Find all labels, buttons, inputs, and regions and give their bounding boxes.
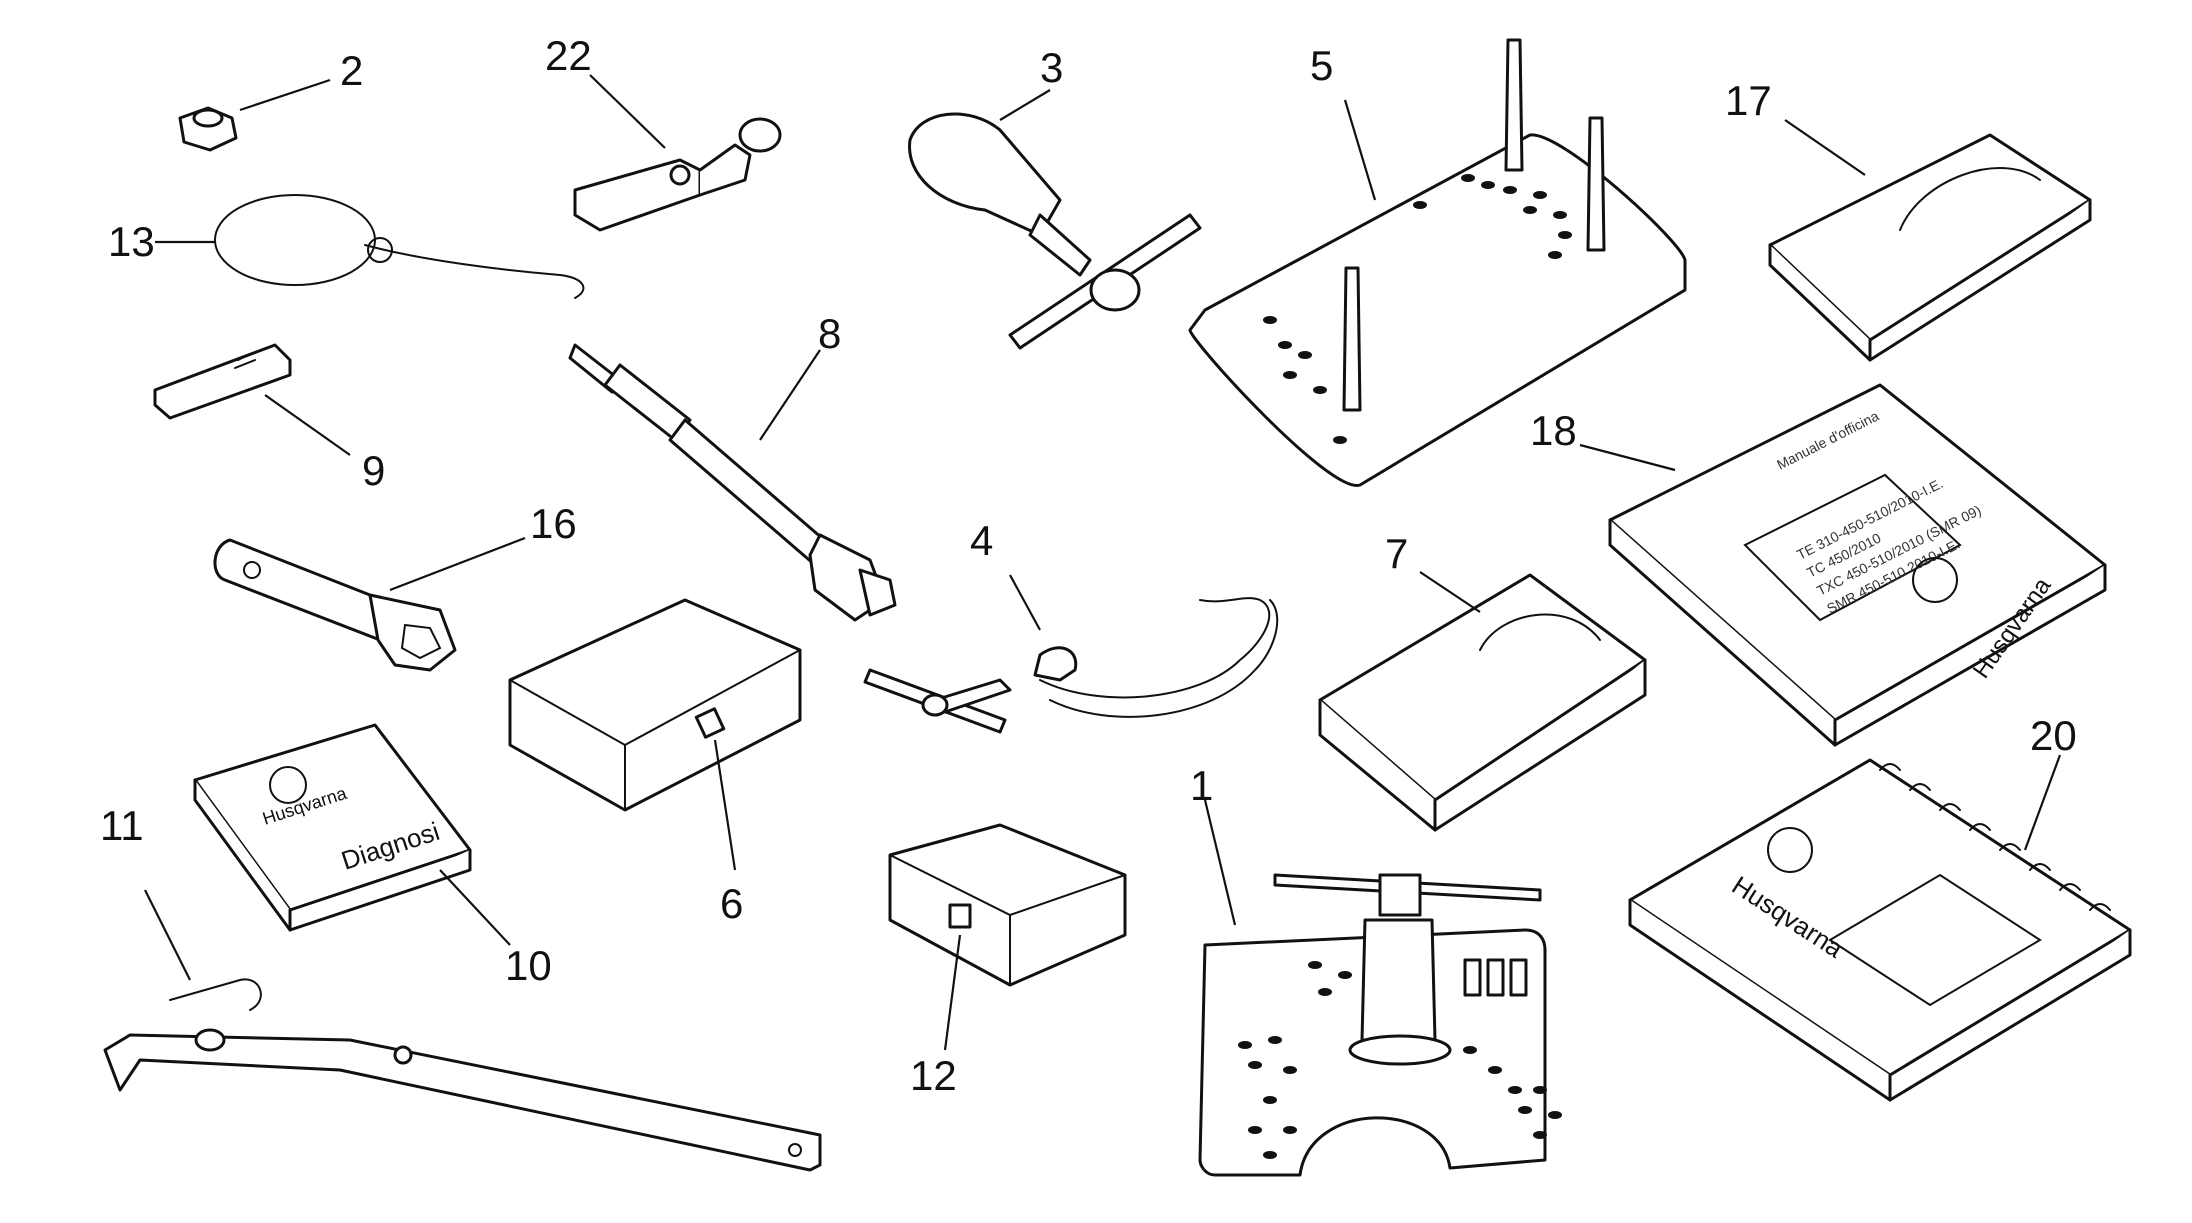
callout-1: 1: [1190, 762, 1213, 809]
part-usb-stick: [153, 343, 292, 420]
part-key-fob: [573, 117, 782, 232]
part-diagnosi-booklet: Husqvarna Diagnosi: [193, 723, 472, 932]
callout-9: 9: [362, 447, 385, 494]
callout-3: 3: [1040, 44, 1063, 91]
husqvarna-logo-icon: [269, 766, 307, 804]
part-holding-tool: [103, 978, 822, 1172]
leader-line-1: [1203, 799, 1237, 926]
husqvarna-logo-icon: [1767, 827, 1813, 873]
part-long-tool: [568, 343, 897, 622]
callout-12: 12: [910, 1052, 957, 1099]
callout-22: 22: [545, 32, 592, 79]
leader-line-8: [759, 349, 821, 441]
callout-7: 7: [1385, 530, 1408, 577]
callout-4: 4: [970, 517, 993, 564]
leader-line-7: [1419, 571, 1481, 613]
part-socket-wrench: [213, 538, 457, 672]
part-workshop-manual: Manuale d'officina TE 310-450-510/2010-I…: [1608, 383, 2107, 747]
leader-line-2: [239, 78, 331, 112]
callout-18: 18: [1530, 407, 1577, 454]
callout-11: 11: [100, 802, 144, 849]
part-press-plate: [1198, 873, 1562, 1177]
part-nut: [178, 106, 238, 152]
callout-10: 10: [505, 942, 552, 989]
part-spiral-notebook: Husqvarna: [1628, 758, 2132, 1102]
callout-20: 20: [2030, 712, 2077, 759]
leader-line-10: [439, 869, 511, 946]
callout-5: 5: [1310, 42, 1333, 89]
part-booklet-7: [1318, 573, 1647, 832]
part-case-12: [888, 823, 1127, 987]
part-wire-ring: [214, 194, 585, 299]
callout-8: 8: [818, 310, 841, 357]
husqvarna-logo-icon: [1912, 557, 1958, 603]
leader-line-11: [144, 889, 191, 981]
leader-line-6: [713, 739, 737, 871]
part-booklet-17: [1768, 133, 2092, 362]
callout-17: 17: [1725, 77, 1772, 124]
callout-2: 2: [340, 47, 363, 94]
part-puller: [908, 112, 1202, 350]
leader-line-16: [389, 536, 526, 592]
callout-16: 16: [530, 500, 577, 547]
leader-line-3: [999, 89, 1051, 121]
leader-line-22: [589, 74, 666, 149]
leader-line-5: [1343, 99, 1377, 201]
callout-labels: 2 22 13 9 16 8 3 5 17 18 4 7 20 1 11 6 1…: [100, 32, 2077, 1099]
leader-line-20: [2023, 754, 2062, 851]
leader-line-17: [1784, 119, 1866, 176]
leader-line-4: [1009, 574, 1041, 631]
part-pin-plate: [1188, 38, 1687, 487]
leader-line-18: [1579, 443, 1676, 472]
part-case-6: [508, 598, 802, 812]
callout-13: 13: [108, 218, 155, 265]
leader-line-12: [943, 934, 962, 1051]
leader-line-9: [264, 394, 351, 456]
callout-6: 6: [720, 880, 743, 927]
part-clamp-tool: [863, 597, 1279, 734]
